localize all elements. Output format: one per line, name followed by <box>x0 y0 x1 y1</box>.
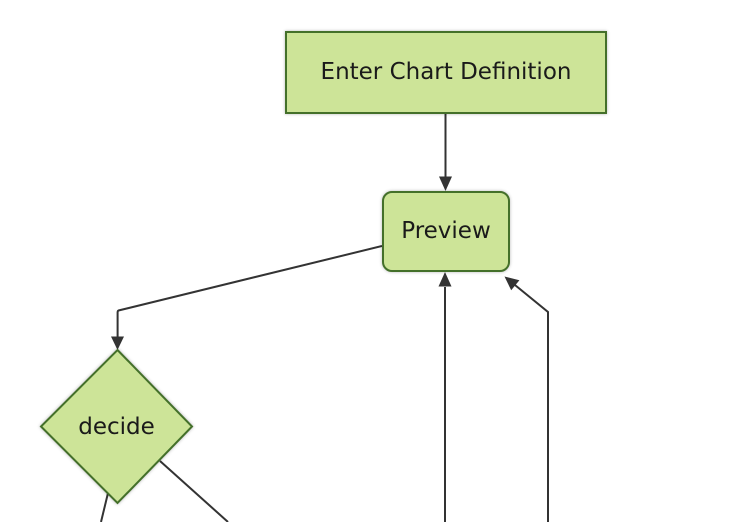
node-decide-shape <box>39 348 194 505</box>
node-preview-label: Preview <box>401 217 491 244</box>
arrowhead-offscreen-center-to-preview <box>438 272 452 287</box>
edge-decide-to-offscreen-right <box>159 460 229 522</box>
edge-offscreen-right-to-preview <box>513 283 549 522</box>
edge-preview-to-decide <box>116 245 383 337</box>
node-decide-label: decide <box>78 413 155 440</box>
node-enter-chart-definition-label: Enter Chart Definition <box>320 58 572 85</box>
node-enter-chart-definition: Enter Chart Definition <box>285 31 607 114</box>
edge-decide-to-offscreen-left <box>100 492 109 522</box>
arrowhead-preview-to-decide <box>111 336 124 350</box>
node-preview: Preview <box>382 191 510 272</box>
arrowhead-offscreen-right-to-preview <box>504 276 520 291</box>
arrowhead-enter-to-preview <box>439 176 452 191</box>
